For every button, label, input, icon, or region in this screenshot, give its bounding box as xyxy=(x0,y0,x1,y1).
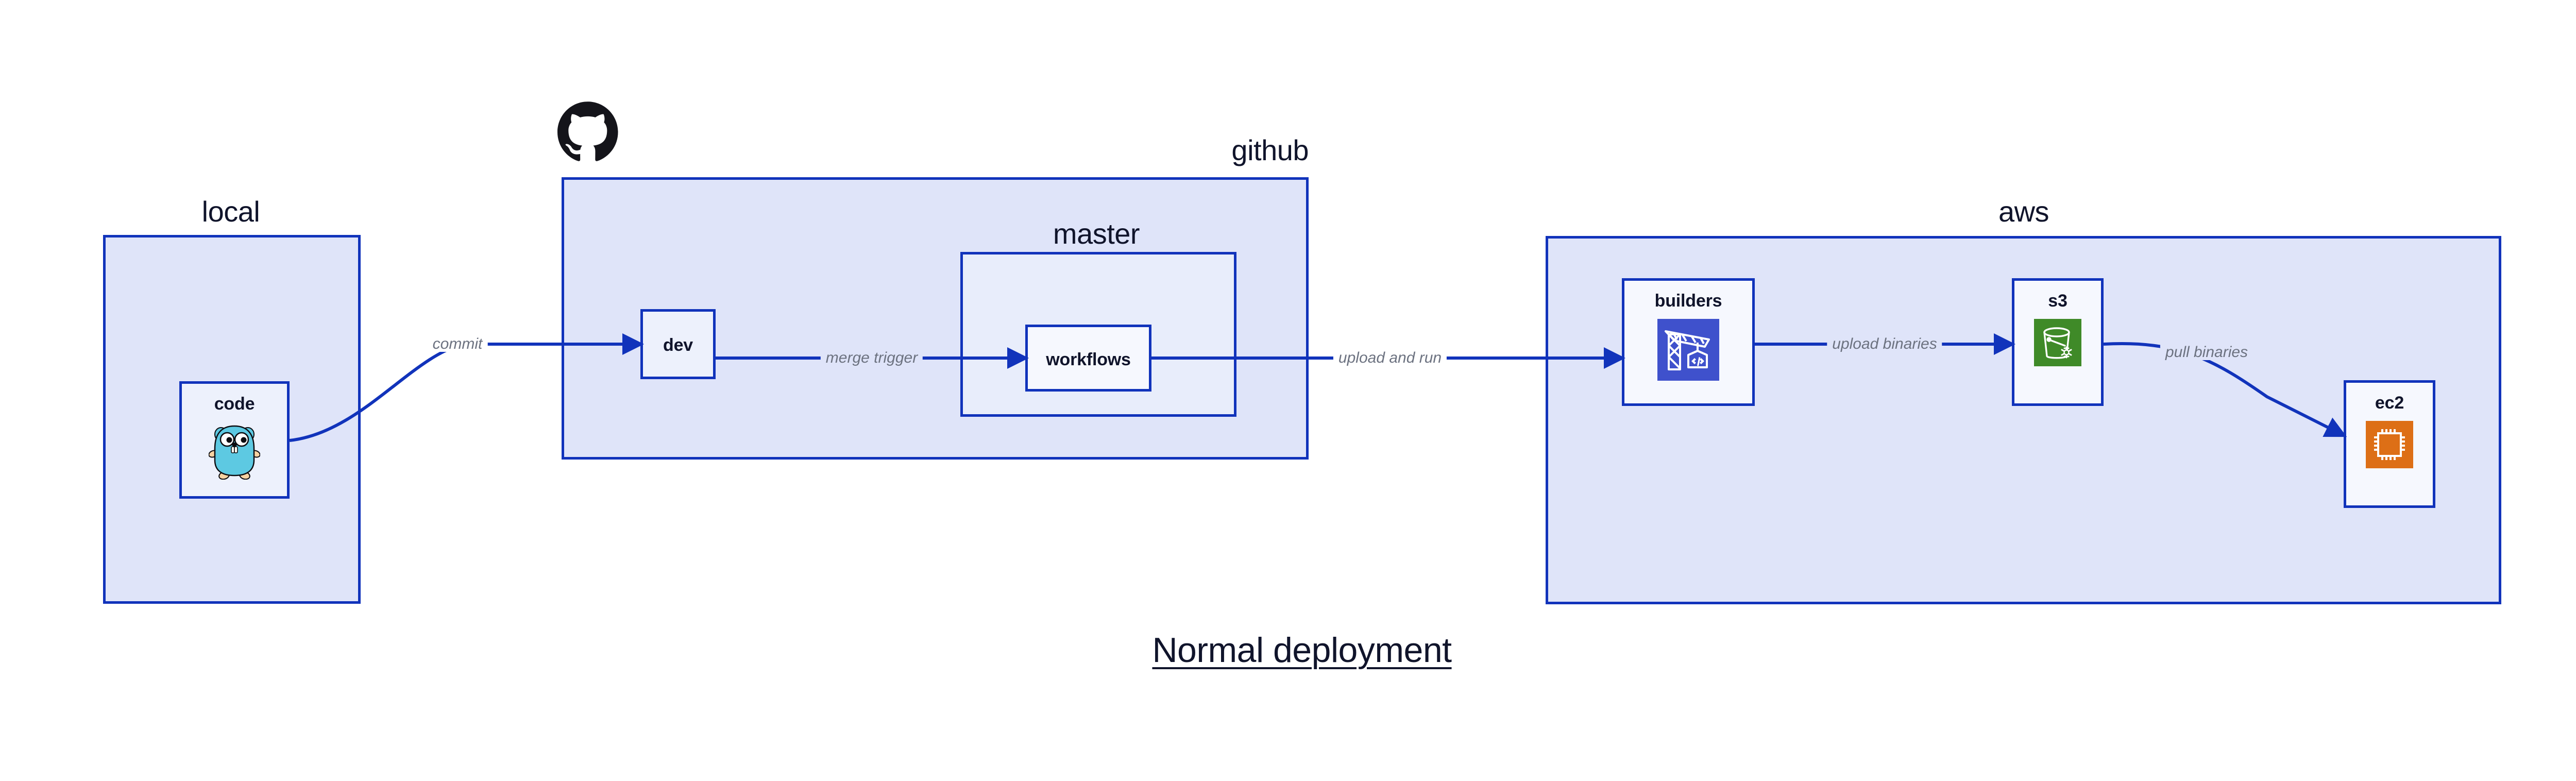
node-s3-label: s3 xyxy=(2048,291,2067,311)
node-dev[interactable]: dev xyxy=(640,309,716,379)
node-builders[interactable]: builders xyxy=(1622,278,1755,406)
group-title-github: github xyxy=(1231,134,1309,166)
edge-label-pull-binaries: pull binaries xyxy=(2160,345,2253,360)
group-title-aws: aws xyxy=(1998,195,2049,228)
node-s3[interactable]: s3 xyxy=(2012,278,2104,406)
group-title-local: local xyxy=(201,195,260,228)
go-gopher-icon xyxy=(208,422,261,482)
edge-label-upload-and-run: upload and run xyxy=(1333,350,1447,366)
node-builders-label: builders xyxy=(1654,291,1722,311)
node-code-label: code xyxy=(214,394,255,414)
node-workflows-label: workflows xyxy=(1046,350,1131,369)
node-ec2[interactable]: ec2 xyxy=(2344,380,2435,508)
github-octocat-icon xyxy=(557,101,618,162)
node-dev-label: dev xyxy=(663,335,693,355)
edge-label-commit: commit xyxy=(427,336,488,352)
diagram-title: Normal deployment xyxy=(1152,631,1452,670)
node-code[interactable]: code xyxy=(179,381,290,499)
node-ec2-label: ec2 xyxy=(2375,393,2404,413)
aws-s3-bucket-icon xyxy=(2034,319,2081,369)
edge-label-merge-trigger: merge trigger xyxy=(820,350,923,366)
aws-builders-icon xyxy=(1657,319,1719,383)
aws-ec2-chip-icon xyxy=(2366,421,2413,471)
node-workflows[interactable]: workflows xyxy=(1025,325,1151,392)
edge-label-upload-binaries: upload binaries xyxy=(1827,336,1942,352)
group-title-master: master xyxy=(1053,217,1140,250)
